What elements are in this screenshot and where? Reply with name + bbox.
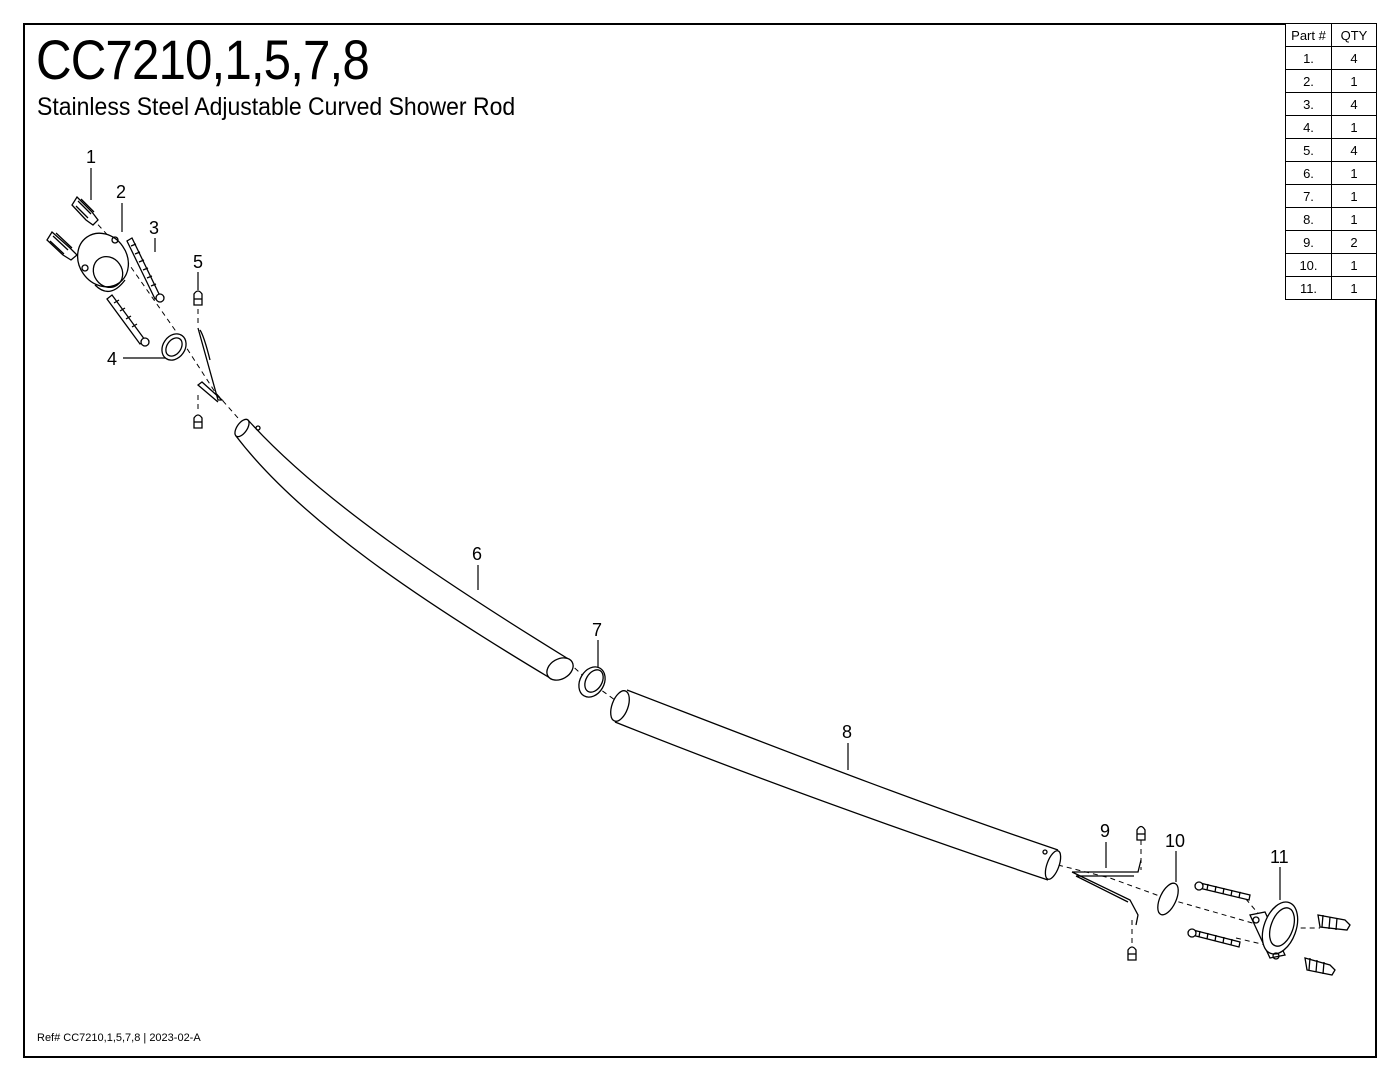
screw-right-upper xyxy=(1194,881,1251,901)
wall-anchor-lower xyxy=(46,231,78,261)
table-row: 3.4 xyxy=(1285,92,1377,116)
quantity-cell: 1 xyxy=(1331,253,1377,277)
table-row: 9.2 xyxy=(1285,230,1377,254)
callout-8: 8 xyxy=(842,722,852,742)
parts-table: Part # QTY 1.4 2.1 3.4 4.1 5.4 6.1 7.1 8… xyxy=(1285,23,1377,300)
assembly-lines xyxy=(91,217,1320,947)
wall-anchor-upper xyxy=(71,195,99,226)
screw-lower xyxy=(106,294,150,347)
escutcheon-ring-right xyxy=(1157,882,1179,916)
set-screw-left-bottom xyxy=(193,414,203,429)
wall-anchor-right-lower xyxy=(1304,957,1336,976)
part-number-cell: 2. xyxy=(1285,69,1332,93)
parts-table-header: Part # QTY xyxy=(1285,23,1377,47)
table-row: 1.4 xyxy=(1285,46,1377,70)
page-title: CC7210,1,5,7,8 xyxy=(36,28,370,91)
callout-2: 2 xyxy=(116,182,126,202)
quantity-cell: 1 xyxy=(1331,184,1377,208)
callout-6: 6 xyxy=(472,544,482,564)
quantity-cell: 1 xyxy=(1331,161,1377,185)
reference-note: Ref# CC7210,1,5,7,8 | 2023-02-A xyxy=(37,1032,201,1044)
flange-left xyxy=(76,232,130,292)
bracket-right xyxy=(1071,859,1142,926)
screw-right-lower xyxy=(1187,928,1241,948)
curved-tube xyxy=(234,418,574,681)
table-row: 6.1 xyxy=(1285,161,1377,185)
wall-anchor-right-upper xyxy=(1317,914,1351,931)
quantity-header: QTY xyxy=(1331,23,1377,47)
leader-lines xyxy=(90,168,1281,900)
drawing-border xyxy=(23,23,1377,1058)
callout-9: 9 xyxy=(1100,821,1110,841)
callout-labels: 1 2 3 4 5 6 7 8 9 10 11 xyxy=(86,147,1289,867)
set-screw-right-bottom xyxy=(1127,946,1137,961)
assembly-line-set-screw-right xyxy=(1131,840,1142,945)
callout-3: 3 xyxy=(149,218,159,238)
callout-5: 5 xyxy=(193,252,203,272)
long-tube xyxy=(610,689,1062,881)
set-screw-right-top xyxy=(1136,825,1146,841)
callout-10: 10 xyxy=(1165,831,1185,851)
part-number-cell: 9. xyxy=(1285,230,1332,254)
part-number-cell: 4. xyxy=(1285,115,1332,139)
page-subtitle: Stainless Steel Adjustable Curved Shower… xyxy=(37,93,516,121)
assembly-line-left xyxy=(91,217,239,419)
table-row: 7.1 xyxy=(1285,184,1377,208)
coupling-ring xyxy=(578,666,606,698)
part-number-cell: 8. xyxy=(1285,207,1332,231)
part-number-cell: 3. xyxy=(1285,92,1332,116)
part-number-cell: 7. xyxy=(1285,184,1332,208)
callout-4: 4 xyxy=(107,349,117,369)
callout-11: 11 xyxy=(1270,847,1289,867)
quantity-cell: 1 xyxy=(1331,276,1377,300)
escutcheon-ring-left xyxy=(161,333,187,361)
flange-right xyxy=(1249,901,1299,960)
table-row: 11.1 xyxy=(1285,276,1377,300)
table-row: 4.1 xyxy=(1285,115,1377,139)
callout-1: 1 xyxy=(86,147,96,167)
set-screw-left-top xyxy=(193,290,203,306)
part-number-cell: 5. xyxy=(1285,138,1332,162)
screw-upper xyxy=(126,237,165,303)
bracket-left xyxy=(196,327,224,403)
callout-7: 7 xyxy=(592,620,602,640)
table-row: 5.4 xyxy=(1285,138,1377,162)
